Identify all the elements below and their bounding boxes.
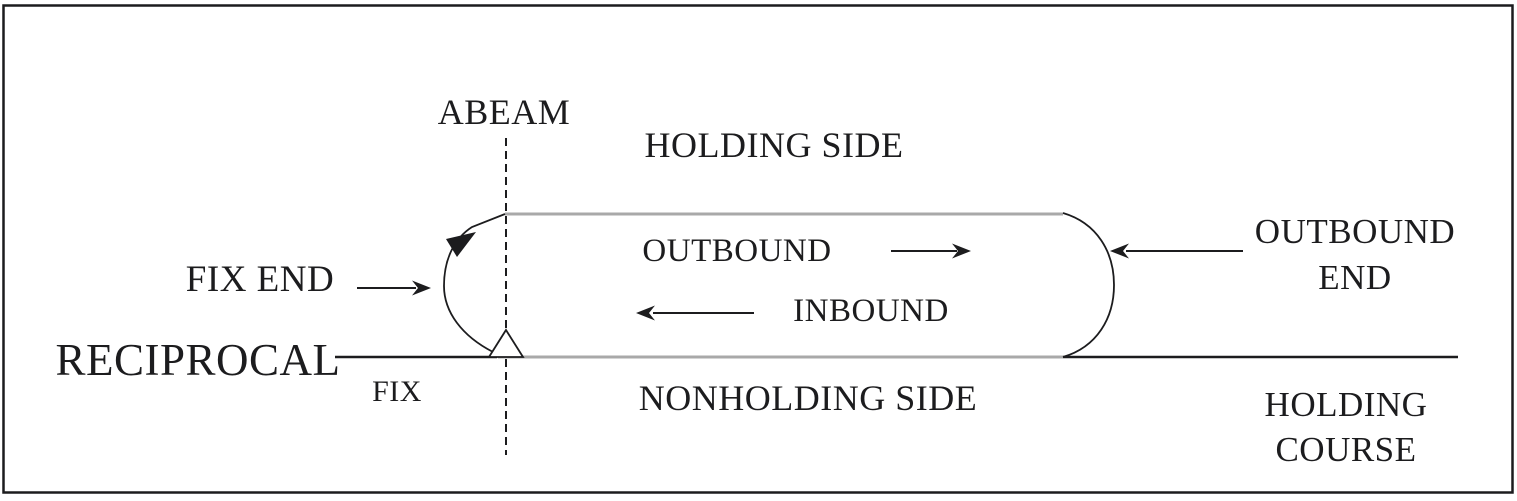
abeam-label: ABEAM [437, 92, 571, 132]
turn-direction-arrowhead-icon [446, 232, 476, 257]
outbound-label: OUTBOUND [642, 233, 832, 269]
holding-course-label-line1: HOLDING [1264, 385, 1428, 424]
outbound-end-turn-arc [1062, 212, 1115, 358]
holding-course-label-line2: COURSE [1275, 430, 1417, 469]
outbound-end-arrow-icon [1110, 243, 1243, 259]
diagram-border [2, 4, 1514, 494]
fix-triangle-icon [487, 328, 525, 358]
fix-end-arrow-icon [357, 280, 431, 296]
fix-end-turn-arc [443, 213, 506, 353]
fix-end-label: FIX END [185, 259, 335, 300]
inbound-label: INBOUND [793, 293, 949, 329]
holding-course-label: HOLDING COURSE [1265, 382, 1428, 472]
holding-side-label: HOLDING SIDE [644, 125, 904, 165]
fix-label: FIX [372, 375, 422, 408]
outbound-end-label: OUTBOUND END [1255, 209, 1455, 301]
outbound-end-label-line2: END [1318, 258, 1392, 297]
outbound-arrow-icon [891, 243, 971, 259]
inbound-arrow-icon [636, 305, 754, 321]
outbound-end-label-line1: OUTBOUND [1254, 212, 1456, 251]
reciprocal-label: RECIPROCAL [55, 335, 341, 385]
nonholding-side-label: NONHOLDING SIDE [638, 378, 978, 418]
